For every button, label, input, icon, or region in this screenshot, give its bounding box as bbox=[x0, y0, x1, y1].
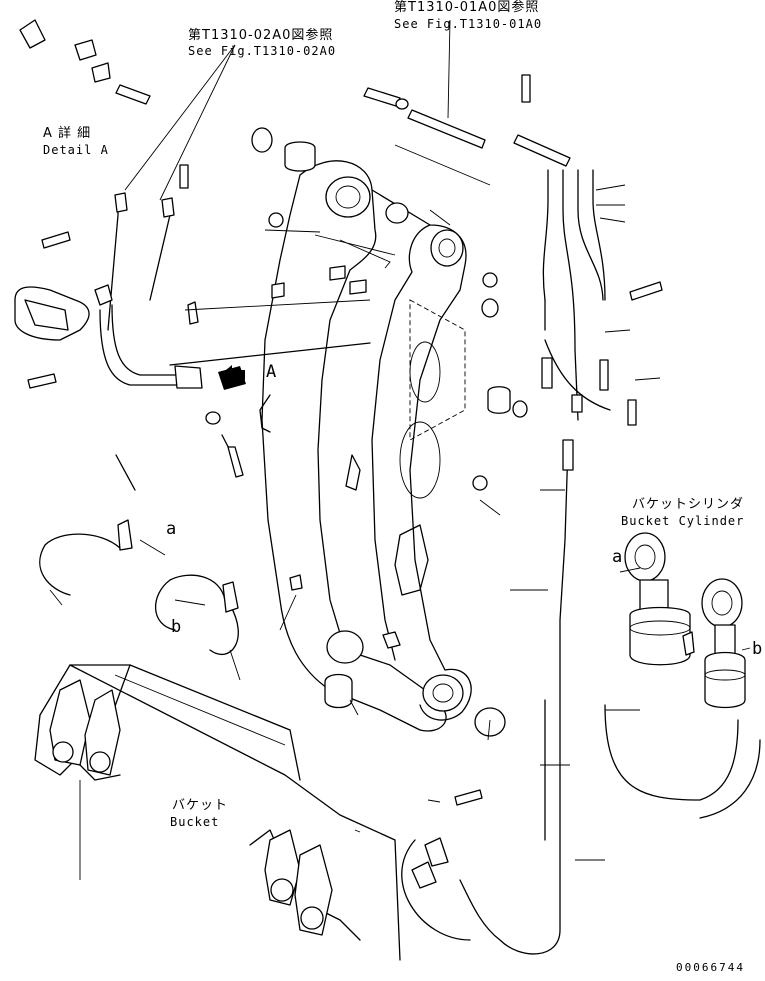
fig-ref-1-en: See Fig.T1310-01A0 bbox=[394, 17, 543, 31]
detail-a-piping bbox=[14, 192, 371, 656]
hose-piping bbox=[401, 169, 611, 955]
detail-a-title-en: Detail A bbox=[43, 143, 109, 157]
bucket-assembly bbox=[34, 664, 401, 961]
bucket-label-jp: バケット bbox=[172, 798, 229, 813]
view-a-arrow-icon bbox=[220, 365, 245, 385]
fig-ref-1-jp: 第T1310-01A0図参照 bbox=[394, 0, 540, 15]
fig-ref-2-en: See Fig.T1310-02A0 bbox=[188, 44, 337, 58]
mark-a-left: a bbox=[166, 519, 177, 539]
mark-b-right: b bbox=[752, 639, 763, 659]
view-a-label: A bbox=[266, 362, 277, 382]
bucket-cylinder-label-jp: バケットシリンダ bbox=[632, 497, 745, 512]
fig-ref-2-jp: 第T1310-02A0図参照 bbox=[188, 28, 334, 43]
mark-a-right: a bbox=[612, 547, 623, 567]
bucket-cylinder-label-en: Bucket Cylinder bbox=[621, 514, 745, 528]
detail-a-title-jp: A 詳 細 bbox=[43, 126, 92, 141]
mark-b-left: b bbox=[171, 617, 182, 637]
bucket-label-en: Bucket bbox=[170, 815, 220, 829]
leader-lines bbox=[49, 19, 751, 861]
arm-assembly bbox=[259, 160, 472, 732]
hardware-parts bbox=[19, 19, 663, 806]
bucket-cylinder-assembly bbox=[604, 532, 761, 819]
drawing-number: 00066744 bbox=[676, 961, 745, 974]
